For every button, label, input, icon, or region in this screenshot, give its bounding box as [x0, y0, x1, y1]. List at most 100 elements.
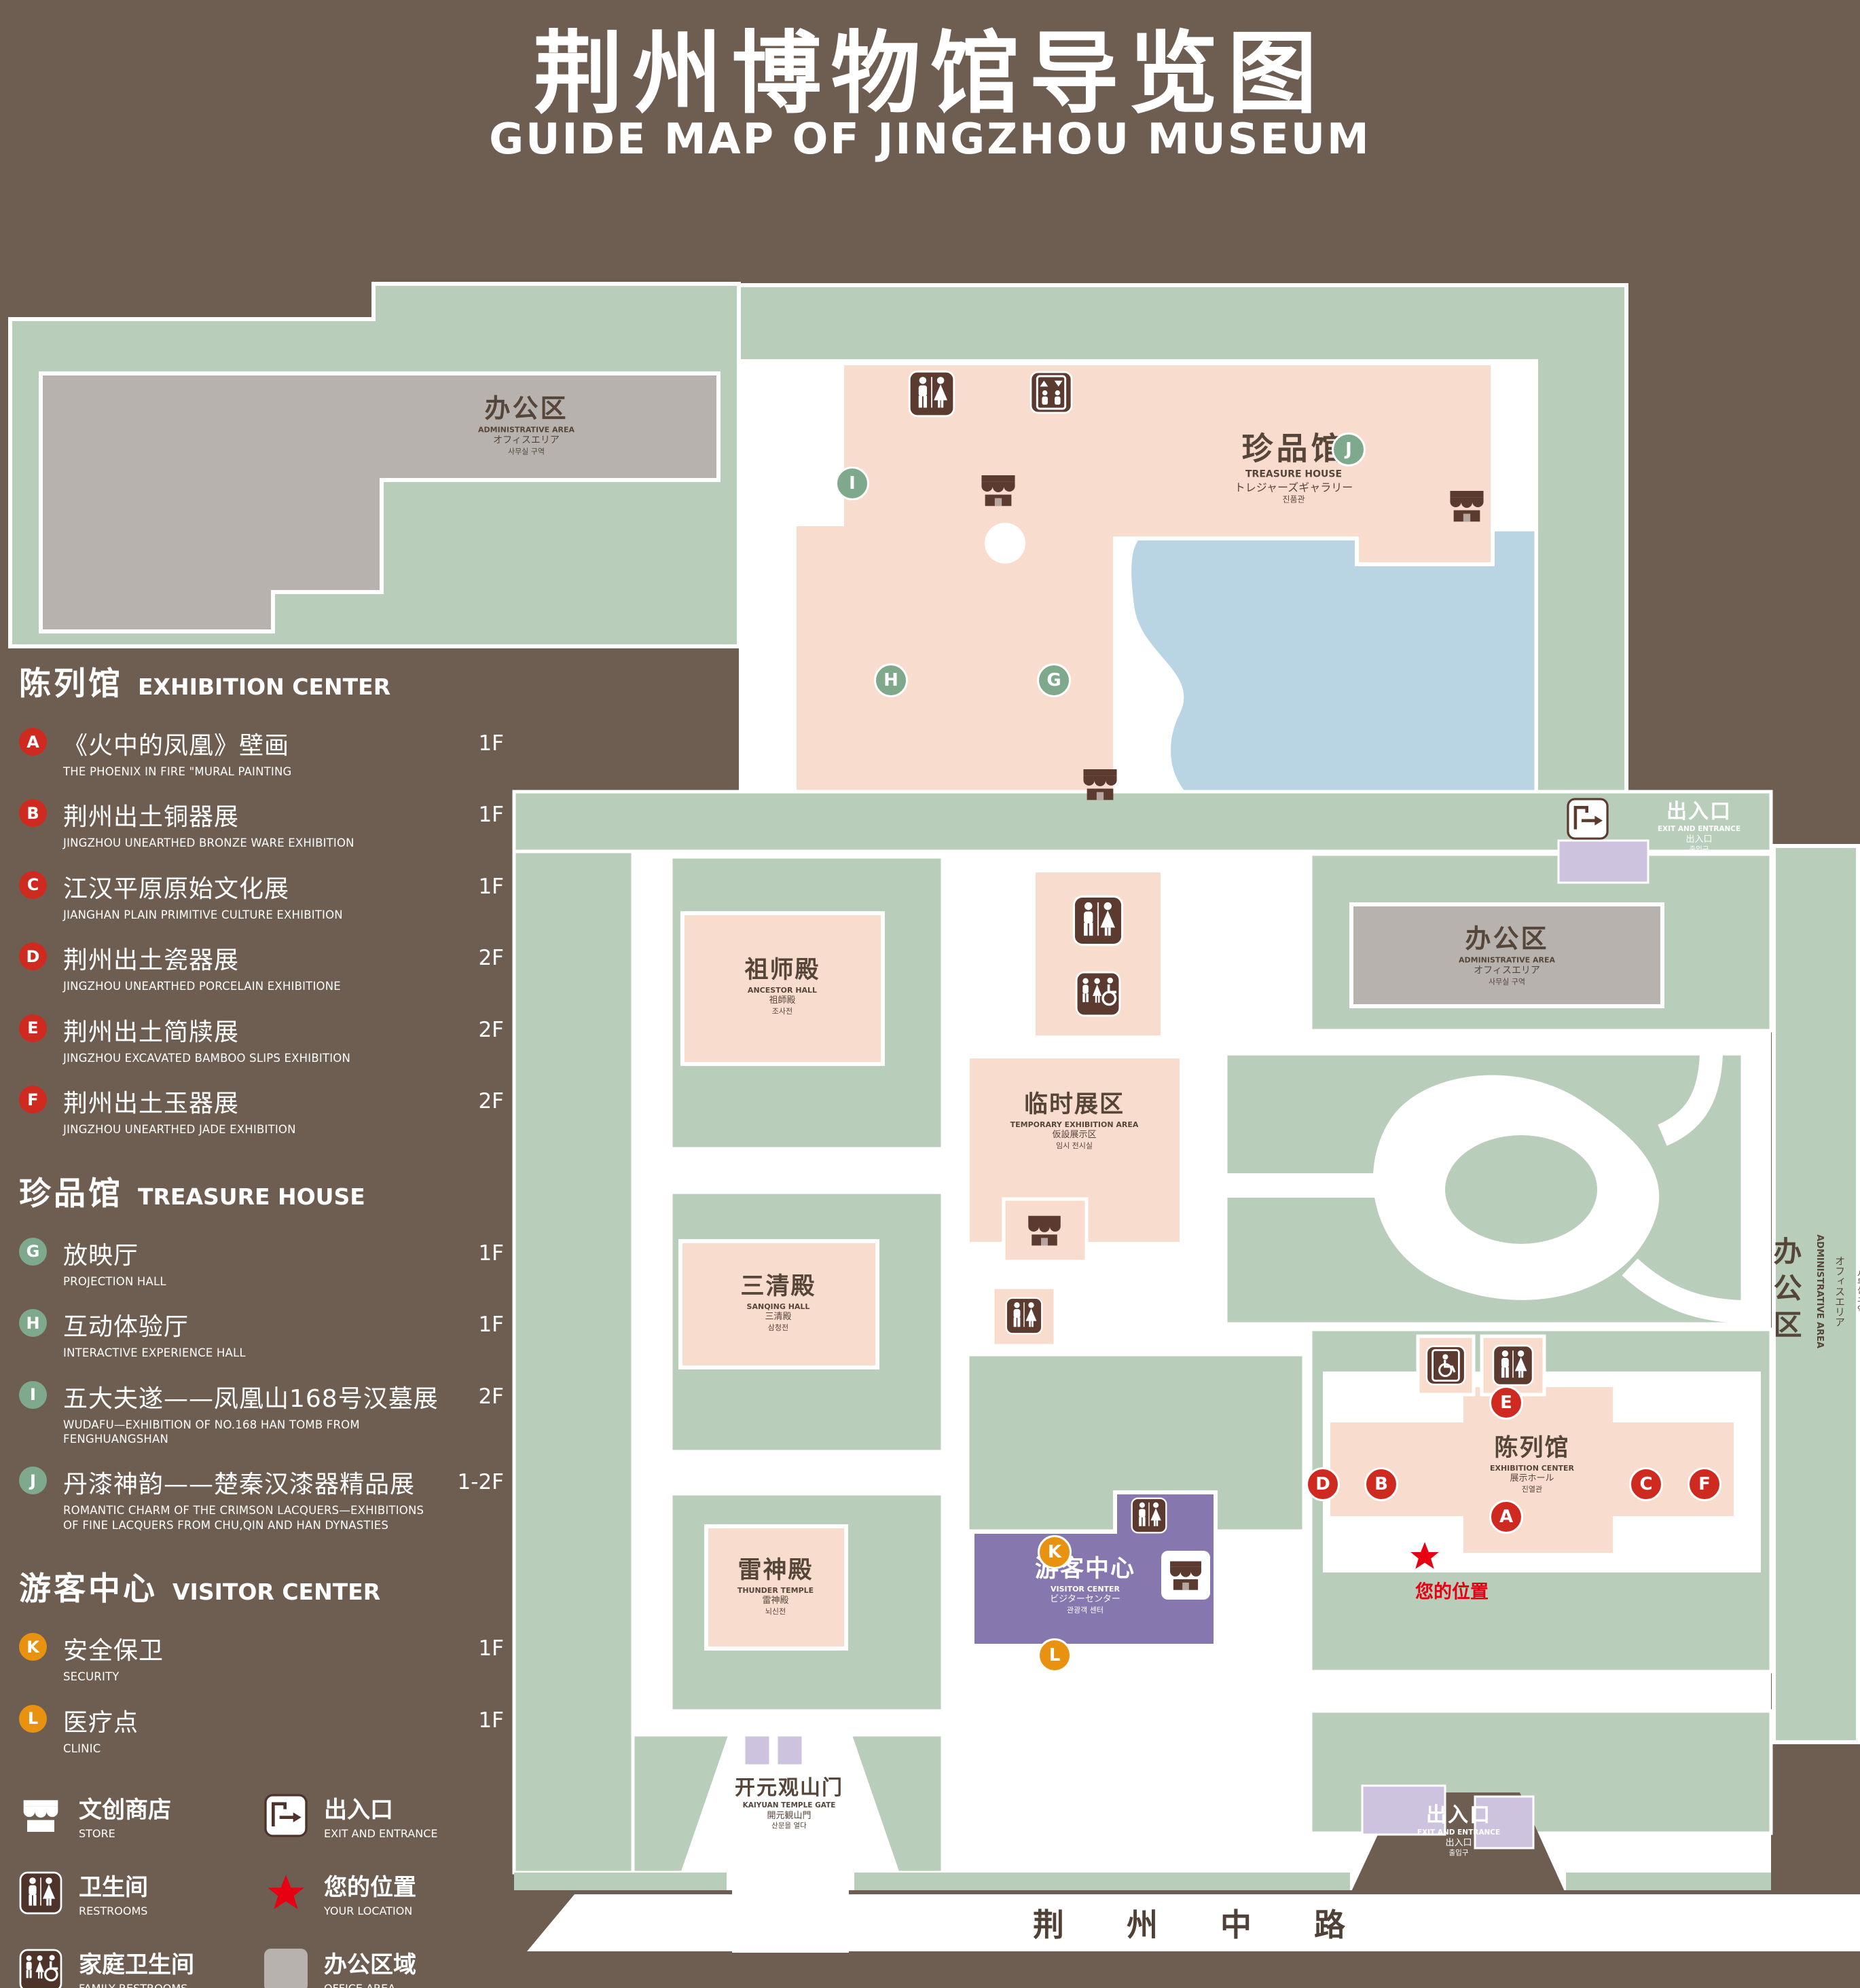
store-icon	[1161, 1551, 1210, 1600]
legend-section-title-en: TREASURE HOUSE	[138, 1183, 365, 1210]
badge-F: F	[19, 1086, 47, 1114]
badge-L: L	[19, 1704, 47, 1733]
map-badge-L: L	[1038, 1638, 1072, 1672]
building-label-treasure: 珍品馆 TREASURE HOUSE トレジャーズギャラリー 진품관	[1234, 430, 1353, 504]
restroom-icon	[1072, 895, 1124, 946]
floor-label: 2F	[478, 1384, 504, 1409]
grounds-bottom-strip-1	[514, 1873, 727, 1890]
badge-D: D	[19, 942, 47, 971]
map-badge-J: J	[1332, 432, 1366, 466]
label-exit-bottom: 出入口 EXIT AND ENTRANCE 出入口 출입구	[1417, 1803, 1501, 1858]
elevator-icon	[1029, 371, 1073, 414]
building-label-admin-right: 办公区 ADMINISTRATIVE AREA オフィスエリア 사무실 구역	[1769, 1234, 1860, 1348]
admin-top-building	[39, 371, 721, 633]
page-subtitle: GUIDE MAP OF JINGZHOU MUSEUM	[489, 114, 1371, 164]
floor-label: 2F	[478, 1017, 504, 1042]
badge-J: J	[19, 1467, 47, 1495]
legend-section-title-zh: 游客中心	[19, 1570, 158, 1608]
legend-section-title-en: EXHIBITION CENTER	[138, 674, 391, 700]
badge-I: I	[19, 1380, 47, 1409]
exit-bottom-structure-right	[1474, 1795, 1535, 1849]
page-title: 荆州博物馆导览图	[533, 22, 1327, 126]
exit-icon	[1567, 798, 1609, 840]
your-location-label: 您的位置	[1415, 1581, 1489, 1603]
office-area-swatch	[264, 1949, 308, 1988]
map-badge-F: F	[1688, 1467, 1721, 1501]
building-label-ancestor: 祖师殿 ANCESTOR HALL 祖師殿 조사전	[744, 957, 820, 1016]
family-restroom-icon	[1075, 971, 1121, 1017]
exit-bottom-structure-left	[1361, 1784, 1446, 1836]
grounds-right-strip	[1772, 844, 1860, 1744]
road	[527, 1894, 1860, 1951]
restroom-icon	[908, 370, 955, 418]
legend-section-title-zh: 珍品馆	[19, 1175, 123, 1213]
gate-walk	[732, 1833, 849, 1953]
floor-label: 1F	[478, 1240, 504, 1266]
grounds-left-strip	[512, 849, 635, 1875]
exit-right-structure	[1557, 839, 1649, 884]
restroom-icon	[1005, 1297, 1043, 1335]
building-label-thunder: 雷神殿 THUNDER TEMPLE 雷神殿 뇌신전	[737, 1557, 814, 1616]
building-label-exhibition: 陈列馆 EXHIBITION CENTER 展示ホール 진열관	[1489, 1435, 1575, 1494]
store-icon	[1079, 763, 1121, 805]
map-badge-E: E	[1489, 1386, 1523, 1420]
pond	[1128, 528, 1538, 817]
your-location-star-icon	[1408, 1539, 1442, 1573]
legend-section-title-zh: 陈列馆	[19, 665, 123, 703]
building-label-temporary: 临时展区 TEMPORARY EXHIBITION AREA 仮設展示区 임시 …	[1010, 1091, 1139, 1150]
garden-island	[1445, 1135, 1597, 1244]
floor-label: 1F	[478, 874, 504, 899]
gate-structure-right	[776, 1734, 804, 1767]
grounds-bottom-strip-3	[1566, 1873, 1771, 1890]
legend-section-header: 游客中心 VISITOR CENTER	[19, 1562, 504, 1609]
map-badge-I: I	[835, 466, 869, 500]
exhibition-center-building	[1326, 1383, 1738, 1557]
store-icon	[1446, 485, 1488, 527]
building-label-admin-mid: 办公区 ADMINISTRATIVE AREA オフィスエリア 사무실 구역	[1458, 923, 1556, 987]
map-badge-A: A	[1489, 1500, 1523, 1534]
restroom-icon	[1131, 1497, 1167, 1534]
gate-structure-left	[743, 1734, 771, 1767]
badge-G: G	[19, 1237, 47, 1266]
map-badge-H: H	[874, 663, 908, 697]
store-icon	[977, 469, 1019, 511]
map-badge-G: G	[1037, 663, 1071, 697]
restroom-icon	[19, 1871, 62, 1915]
map-badge-K: K	[1038, 1535, 1072, 1569]
badge-H: H	[19, 1309, 47, 1338]
garden-path-north	[1657, 1053, 1723, 1146]
badge-A: A	[19, 728, 47, 756]
store-icon	[1024, 1210, 1065, 1251]
legend-section-header: 珍品馆 TREASURE HOUSE	[19, 1167, 504, 1214]
road-label: 荆 州 中 路	[1032, 1907, 1372, 1943]
your-location-star-icon	[264, 1871, 308, 1915]
thunder-temple-building	[704, 1524, 848, 1651]
restroom-icon	[1492, 1344, 1534, 1386]
floor-label: 1F	[478, 1708, 504, 1733]
family-restroom-icon	[19, 1949, 62, 1988]
floor-label: 1-2F	[457, 1470, 504, 1495]
floor-label: 1F	[478, 1312, 504, 1338]
legend-section-title-en: VISITOR CENTER	[172, 1579, 381, 1606]
accessible-elevator-icon	[1425, 1345, 1466, 1386]
floor-label: 1F	[478, 803, 504, 828]
floor-label: 1F	[478, 1636, 504, 1661]
building-label-admin-top: 办公区 ADMINISTRATIVE AREA オフィスエリア 사무실 구역	[477, 393, 575, 456]
map-badge-B: B	[1364, 1467, 1398, 1501]
admin-mid-building	[1349, 902, 1664, 1008]
